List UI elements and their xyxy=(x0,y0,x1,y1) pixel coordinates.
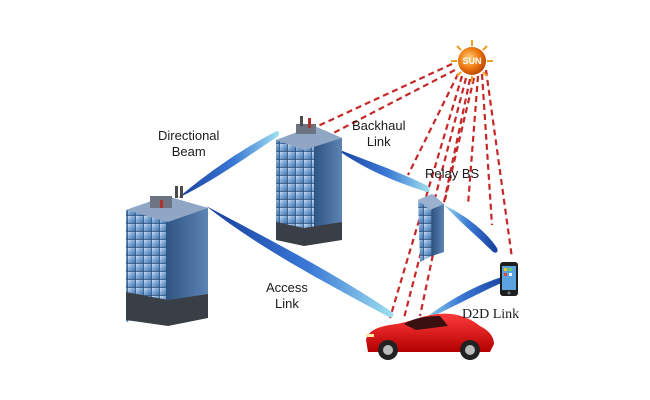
relay-bs-label: Relay BS xyxy=(425,166,480,181)
d2d-link-label: D2D Link xyxy=(462,307,520,322)
sun-icon: SUN xyxy=(451,40,493,82)
relay-tower-icon xyxy=(418,194,444,262)
relay-beam xyxy=(444,205,498,253)
access-beam xyxy=(206,206,394,318)
building-icon xyxy=(276,116,342,246)
building-icon xyxy=(126,186,208,326)
directional-beam-label: Directional Beam xyxy=(158,128,220,159)
access-link-label: Access Link xyxy=(266,280,308,311)
directional-beam xyxy=(178,131,280,198)
d2d-beam xyxy=(420,275,509,322)
backhaul-link-label: Backhaul Link xyxy=(352,118,406,149)
car-icon xyxy=(366,313,494,360)
sun-label: SUN xyxy=(462,56,481,66)
backhaul-beam xyxy=(335,148,430,193)
smartphone-icon xyxy=(500,262,518,296)
